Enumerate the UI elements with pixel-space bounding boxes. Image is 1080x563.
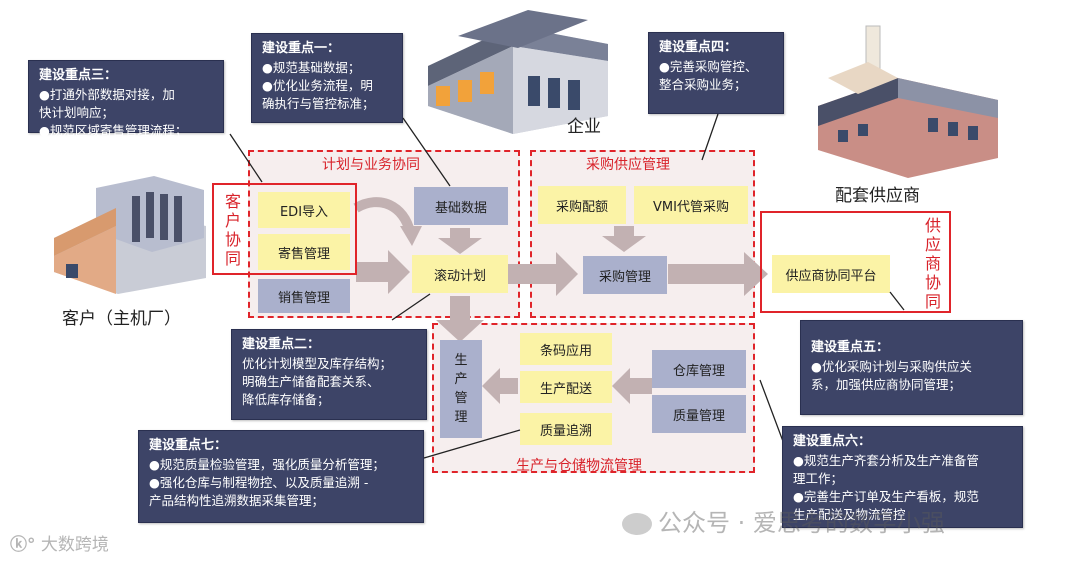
key-point-2-line: 优化计划模型及库存结构； bbox=[242, 356, 393, 371]
customer-building-illustration bbox=[54, 176, 206, 294]
key-point-2-note: 建设重点二： 优化计划模型及库存结构； 明确生产储备配套关系、 降低库存储备； bbox=[231, 329, 427, 420]
key-point-6-line: ●完善生产订单及生产看板，规范 bbox=[793, 489, 979, 504]
warehouse-mgmt-box[interactable]: 仓库管理 bbox=[652, 350, 746, 388]
arrow-plan-to-purchase bbox=[508, 252, 578, 296]
key-point-1-title: 建设重点一： bbox=[262, 41, 341, 56]
consign-mgmt-box[interactable]: 寄售管理 bbox=[258, 234, 350, 270]
key-point-7-line: 产品结构性追溯数据采集管理； bbox=[149, 493, 325, 508]
key-point-7-line: ●规范质量检验管理，强化质量分析管理； bbox=[149, 457, 385, 472]
key-point-6-line: 理工作； bbox=[793, 471, 844, 486]
region-purchase-title: 采购供应管理 bbox=[586, 157, 670, 173]
rolling-plan-box[interactable]: 滚动计划 bbox=[412, 255, 508, 293]
key-point-4-line: 整合采购业务； bbox=[659, 77, 747, 92]
customer-collab-label: 客户协同 bbox=[224, 192, 241, 268]
purchase-mgmt-box[interactable]: 采购管理 bbox=[583, 256, 667, 294]
key-point-1-line: ●规范基础数据； bbox=[262, 60, 361, 75]
barcode-box[interactable]: 条码应用 bbox=[520, 333, 612, 365]
enterprise-building-illustration bbox=[428, 10, 608, 134]
arrow-customer-to-plan bbox=[356, 250, 410, 294]
supplier-caption: 配套供应商 bbox=[835, 186, 920, 206]
arrow-quota-to-purchase bbox=[602, 226, 646, 252]
arrow-purchase-to-supplier bbox=[668, 252, 768, 296]
arrow-curve-feedback bbox=[353, 197, 415, 234]
key-point-5-line: 系，加强供应商协同管理； bbox=[811, 377, 962, 392]
key-point-5-line: ●优化采购计划与采购供应关 bbox=[811, 359, 972, 374]
region-production-title: 生产与仓储物流管理 bbox=[516, 458, 642, 474]
key-point-3-line: ●打通外部数据对接，加 bbox=[39, 87, 175, 102]
wechat-watermark: 公众号 · 爱思考的数字小强 bbox=[622, 503, 945, 538]
key-point-2-title: 建设重点二： bbox=[242, 337, 321, 352]
supplier-platform-box[interactable]: 供应商协同平台 bbox=[772, 255, 890, 293]
key-point-6-line: ●规范生产齐套分析及生产准备管 bbox=[793, 453, 979, 468]
arrow-warehouse-to-delivery bbox=[612, 368, 652, 404]
region-plan-title: 计划与业务协同 bbox=[322, 157, 420, 173]
key-point-1-line: ●优化业务流程，明 bbox=[262, 78, 373, 93]
customer-collab-frame bbox=[212, 183, 357, 275]
arrow-plan-to-production bbox=[436, 296, 484, 342]
key-point-1-line: 确执行与管控标准； bbox=[262, 96, 375, 111]
key-point-3-line: 快计划响应； bbox=[39, 105, 115, 120]
edi-import-box[interactable]: EDI导入 bbox=[258, 192, 350, 228]
arrow-basic-to-rolling bbox=[438, 228, 482, 254]
quality-mgmt-box[interactable]: 质量管理 bbox=[652, 395, 746, 433]
key-point-4-line: ●完善采购管控、 bbox=[659, 59, 758, 74]
key-point-4-note: 建设重点四： ●完善采购管控、 整合采购业务； bbox=[648, 32, 784, 114]
wechat-watermark-text: 公众号 · 爱思考的数字小强 bbox=[658, 509, 945, 537]
basic-data-box[interactable]: 基础数据 bbox=[414, 187, 508, 225]
purchase-quota-box[interactable]: 采购配额 bbox=[538, 186, 626, 224]
key-point-7-note: 建设重点七： ●规范质量检验管理，强化质量分析管理； ●强化仓库与制程物控、以及… bbox=[138, 430, 424, 523]
key-point-2-line: 降低库存储备； bbox=[242, 392, 330, 407]
supplier-collab-label: 供应商协同 bbox=[924, 216, 941, 311]
key-point-2-line: 明确生产储备配套关系、 bbox=[242, 374, 380, 389]
key-point-3-line: ●规范区域寄售管理流程； bbox=[39, 123, 188, 138]
key-point-6-line: 生产配送及物流管控 bbox=[793, 507, 906, 522]
key-point-6-title: 建设重点六： bbox=[793, 434, 872, 449]
key-point-6-note: 建设重点六： ●规范生产齐套分析及生产准备管 理工作； ●完善生产订单及生产看板… bbox=[782, 426, 1023, 528]
supplier-factory-illustration bbox=[818, 25, 998, 178]
quality-trace-box[interactable]: 质量追溯 bbox=[520, 413, 612, 445]
arrow-delivery-to-prod bbox=[482, 368, 518, 404]
supplier-collab-frame bbox=[760, 211, 951, 313]
key-point-7-line: ●强化仓库与制程物控、以及质量追溯 - bbox=[149, 475, 369, 490]
key-point-5-title: 建设重点五： bbox=[811, 340, 890, 355]
production-mgmt-label: 生产管理 bbox=[454, 353, 468, 425]
key-point-7-title: 建设重点七： bbox=[149, 438, 228, 453]
production-mgmt-box[interactable]: 生产管理 bbox=[440, 340, 482, 438]
logo-watermark: ⓚ° 大数跨境 bbox=[10, 530, 109, 555]
enterprise-caption: 企业 bbox=[567, 117, 601, 137]
key-point-3-note: 建设重点三： ●打通外部数据对接，加 快计划响应； ●规范区域寄售管理流程； bbox=[28, 60, 224, 138]
key-point-4-title: 建设重点四： bbox=[659, 40, 738, 55]
key-point-5-note: 建设重点五： ●优化采购计划与采购供应关 系，加强供应商协同管理； bbox=[800, 320, 1023, 415]
logo-watermark-text: 大数跨境 bbox=[40, 535, 109, 555]
wechat-icon bbox=[622, 513, 652, 535]
customer-caption: 客户（主机厂） bbox=[62, 309, 181, 329]
vmi-purchase-box[interactable]: VMI代管采购 bbox=[634, 186, 748, 224]
sales-mgmt-box[interactable]: 销售管理 bbox=[258, 279, 350, 313]
key-point-1-note: 建设重点一： ●规范基础数据； ●优化业务流程，明 确执行与管控标准； bbox=[251, 33, 403, 123]
key-point-3-title: 建设重点三： bbox=[39, 68, 118, 83]
production-delivery-box[interactable]: 生产配送 bbox=[520, 371, 612, 403]
logo-icon: ⓚ° bbox=[10, 535, 36, 555]
